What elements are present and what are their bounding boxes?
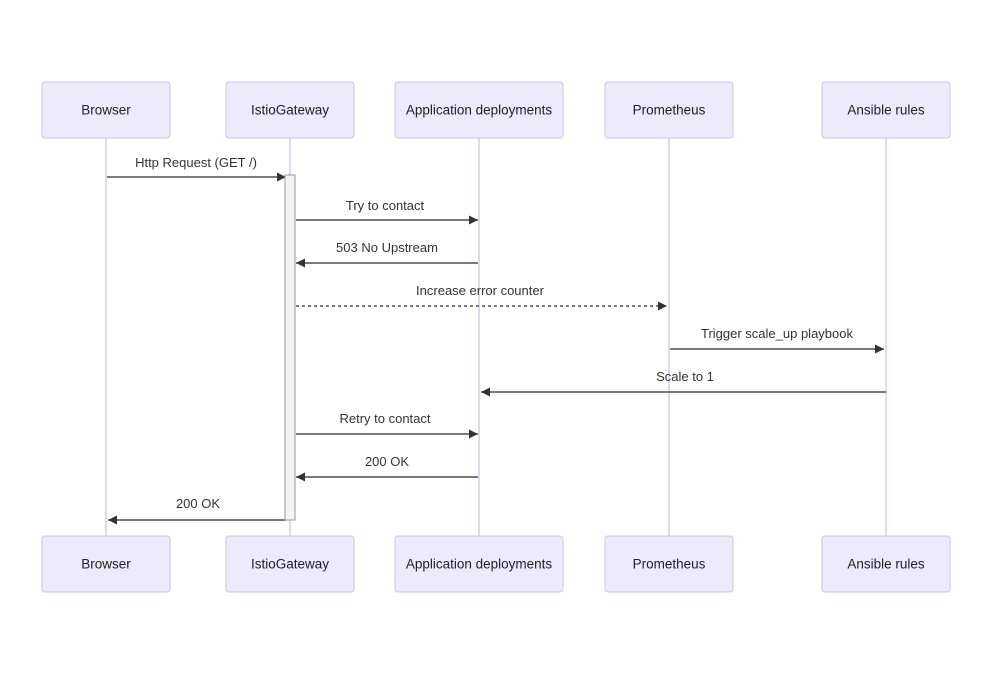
participant-bottom-appdeploy[interactable]: Application deployments [394,535,564,593]
message-label: Scale to 1 [656,369,714,384]
message-label: Http Request (GET /) [135,155,257,170]
participant-label: Ansible rules [847,103,925,118]
message-label: Trigger scale_up playbook [701,326,853,341]
participant-box-rect [41,535,171,593]
participant-box-rect [394,81,564,139]
arrowhead-icon [108,515,117,525]
participant-bottom-istio[interactable]: IstioGateway [225,535,355,593]
activation-bar-istio [284,174,296,521]
participant-top-browser[interactable]: Browser [41,81,171,139]
message-label: 200 OK [365,454,409,469]
arrowhead-icon [481,387,490,397]
message-label: Increase error counter [416,283,545,298]
arrowhead-icon [658,301,667,311]
participant-box-rect [821,81,951,139]
participant-box-rect [821,535,951,593]
msg-scale-to-1[interactable]: Scale to 1 [481,369,886,397]
arrowhead-icon [296,472,305,482]
messages-layer: Http Request (GET /) Try to contact 503 No… [107,155,886,525]
arrowhead-icon [469,429,478,439]
participant-bottom-browser[interactable]: Browser [41,535,171,593]
participant-label: Prometheus [633,557,706,572]
participant-label: IstioGateway [251,557,329,572]
msg-retry-to-contact[interactable]: Retry to contact [296,411,478,439]
msg-try-contact[interactable]: Try to contact [296,198,478,225]
participant-label: Browser [81,557,131,572]
msg-trigger-scale-up-playbook[interactable]: Trigger scale_up playbook [670,326,884,354]
participant-bottom-prometheus[interactable]: Prometheus [604,535,734,593]
msg-503-no-upstream[interactable]: 503 No Upstream [296,240,478,268]
msg-increase-error-counter[interactable]: Increase error counter [296,283,667,311]
arrowhead-icon [469,215,478,225]
participant-box-rect [225,81,355,139]
message-label: Retry to contact [339,411,430,426]
participant-boxes-layer: BrowserBrowserIstioGatewayIstioGatewayAp… [41,81,951,593]
participant-box-rect [225,535,355,593]
participant-label: IstioGateway [251,103,329,118]
arrowhead-icon [296,258,305,268]
msg-http-request[interactable]: Http Request (GET /) [107,155,286,182]
message-label: Try to contact [346,198,425,213]
activations-layer [284,174,296,521]
participant-label: Application deployments [406,103,553,118]
message-label: 503 No Upstream [336,240,438,255]
participant-top-appdeploy[interactable]: Application deployments [394,81,564,139]
arrowhead-icon [277,172,286,182]
participant-box-rect [604,81,734,139]
participant-box-rect [41,81,171,139]
participant-label: Browser [81,103,131,118]
msg-200-ok-app[interactable]: 200 OK [296,454,478,482]
participant-top-prometheus[interactable]: Prometheus [604,81,734,139]
arrowhead-icon [875,344,884,354]
participant-box-rect [604,535,734,593]
participant-box-rect [394,535,564,593]
message-label: 200 OK [176,496,220,511]
participant-bottom-ansible[interactable]: Ansible rules [821,535,951,593]
participant-label: Ansible rules [847,557,925,572]
participant-label: Prometheus [633,103,706,118]
participant-top-istio[interactable]: IstioGateway [225,81,355,139]
participant-top-ansible[interactable]: Ansible rules [821,81,951,139]
msg-200-ok-browser[interactable]: 200 OK [108,496,286,525]
participant-label: Application deployments [406,557,553,572]
